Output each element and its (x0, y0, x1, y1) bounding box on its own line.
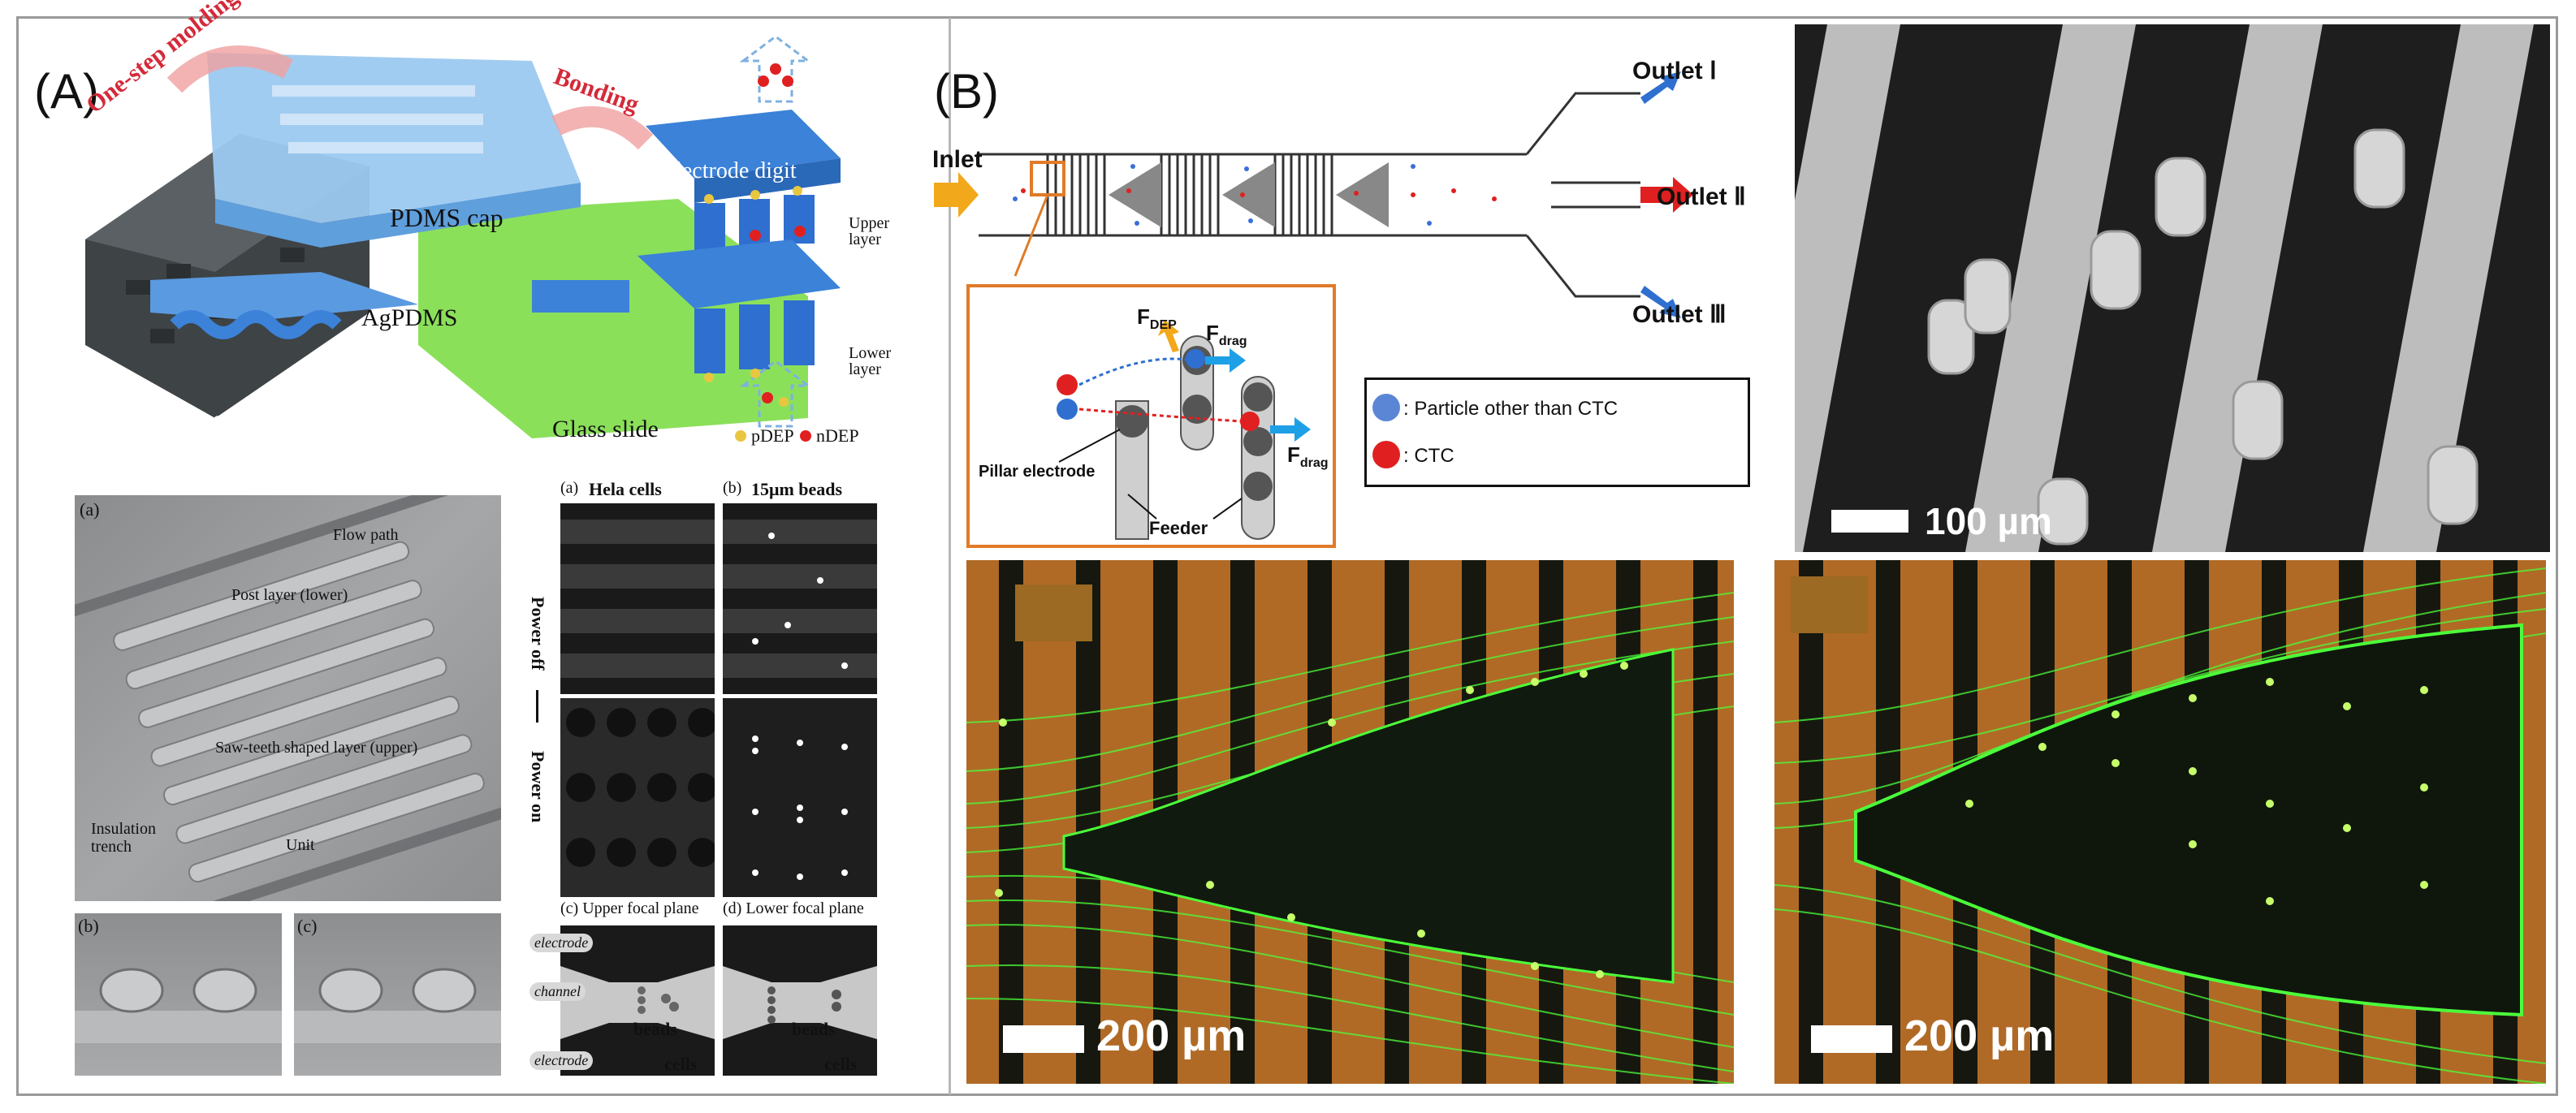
pdms-cap-label: PDMS cap (390, 203, 504, 232)
f-drag-label-2: Fdrag (1287, 442, 1329, 471)
sem-detail-b-image (75, 913, 282, 1076)
insulation-trench-label: Insulation trench (91, 820, 156, 856)
sem-tag-b: (b) (78, 916, 99, 936)
channel-schematic (934, 71, 1693, 318)
upper-focal-label: (c) Upper focal plane (560, 899, 699, 917)
beads-power-on-image (723, 698, 877, 897)
beads-right-label: beads (792, 1019, 836, 1039)
electrode-bottom-label: electrode (529, 1051, 594, 1070)
legend-blue-dot (1372, 394, 1400, 421)
figure-frame (16, 16, 2558, 1096)
scale-label-right: 200 µm (1904, 1012, 2055, 1060)
scale-bar-right (1811, 1025, 1892, 1053)
legend-blue-label: : Particle other than CTC (1403, 398, 1619, 420)
ndep-label: nDEP (816, 425, 859, 446)
agpdms-layer (150, 272, 418, 321)
outlet-3-label: Outlet Ⅲ (1632, 301, 1727, 328)
hela-power-on-image (560, 698, 717, 897)
electrode-top-label: electrode (529, 934, 594, 952)
hela-power-off-image (560, 503, 715, 694)
power-arrow (536, 690, 538, 723)
agpdms-label: AgPDMS (361, 304, 458, 331)
outlet-1-label: Outlet Ⅰ (1632, 58, 1717, 84)
power-on-label: Power on (528, 751, 548, 823)
inlet-label: Inlet (932, 146, 983, 173)
fluorescence-left-image (966, 560, 1734, 1084)
scale-bar-sem (1831, 510, 1908, 533)
pillar-electrode-label: Pillar electrode (979, 463, 1096, 481)
hela-label: Hela cells (589, 479, 662, 499)
f-dep-label: FDEP (1137, 304, 1177, 333)
scale-bar-left (1003, 1025, 1084, 1053)
cells-right-label: cells (824, 1054, 858, 1074)
f-drag-label-1: Fdrag (1206, 321, 1247, 349)
pdep-label: pDEP (751, 425, 794, 446)
feeder-label: Feeder (1149, 518, 1208, 538)
pillar-inset (966, 284, 1336, 548)
sem-tag-c: (c) (297, 916, 318, 936)
lower-layer-label: Lower layer (849, 344, 892, 378)
lower-focal-image (723, 925, 877, 1076)
particle-legend (1364, 377, 1750, 487)
post-layer-label: Post layer (lower) (231, 586, 348, 604)
outlet-2-label: Outlet Ⅱ (1657, 183, 1746, 210)
cells-left-label: cells (664, 1054, 698, 1074)
electrode-digit-block (646, 110, 841, 179)
sem-detail-c-image (294, 913, 501, 1076)
sem-pillar-image (1795, 24, 2550, 552)
beads-15-label: 15μm beads (751, 479, 843, 499)
channel-label: channel (529, 982, 586, 1001)
panel-divider (949, 18, 951, 1094)
ndep-dot (800, 430, 811, 442)
flow-path-label: Flow path (333, 526, 399, 544)
lower-focal-label: (d) Lower focal plane (723, 899, 864, 917)
scale-label-left: 200 µm (1096, 1012, 1247, 1060)
beads-power-off-image (723, 503, 877, 694)
power-off-label: Power off (528, 597, 548, 671)
su8-master-label: SU8 master (134, 406, 249, 433)
upper-focal-image (560, 925, 715, 1076)
scale-label-sem: 100 µm (1925, 500, 2052, 542)
legend-red-dot (1372, 441, 1400, 468)
fabrication-schematic (85, 37, 841, 438)
panel-a-label: (A) (34, 64, 99, 119)
electrode-digit-label: Electrode digit (662, 158, 797, 183)
upper-layer-label: Upper layer (849, 214, 889, 248)
sem-device-image (75, 495, 501, 901)
legend-red-label: : CTC (1403, 445, 1454, 467)
beads-left-label: beads (633, 1019, 677, 1039)
saw-teeth-label: Saw-teeth shaped layer (upper) (215, 739, 418, 757)
pdep-dot (735, 430, 746, 442)
glass-slide-label: Glass slide (552, 416, 659, 442)
panel-b-label: (B) (934, 64, 999, 119)
micro-tag-a: (a) (560, 479, 579, 497)
sem-tag-a: (a) (80, 499, 100, 520)
micro-tag-b: (b) (723, 479, 742, 497)
fluorescence-right-image (1774, 560, 2546, 1084)
unit-label: Unit (286, 836, 315, 854)
